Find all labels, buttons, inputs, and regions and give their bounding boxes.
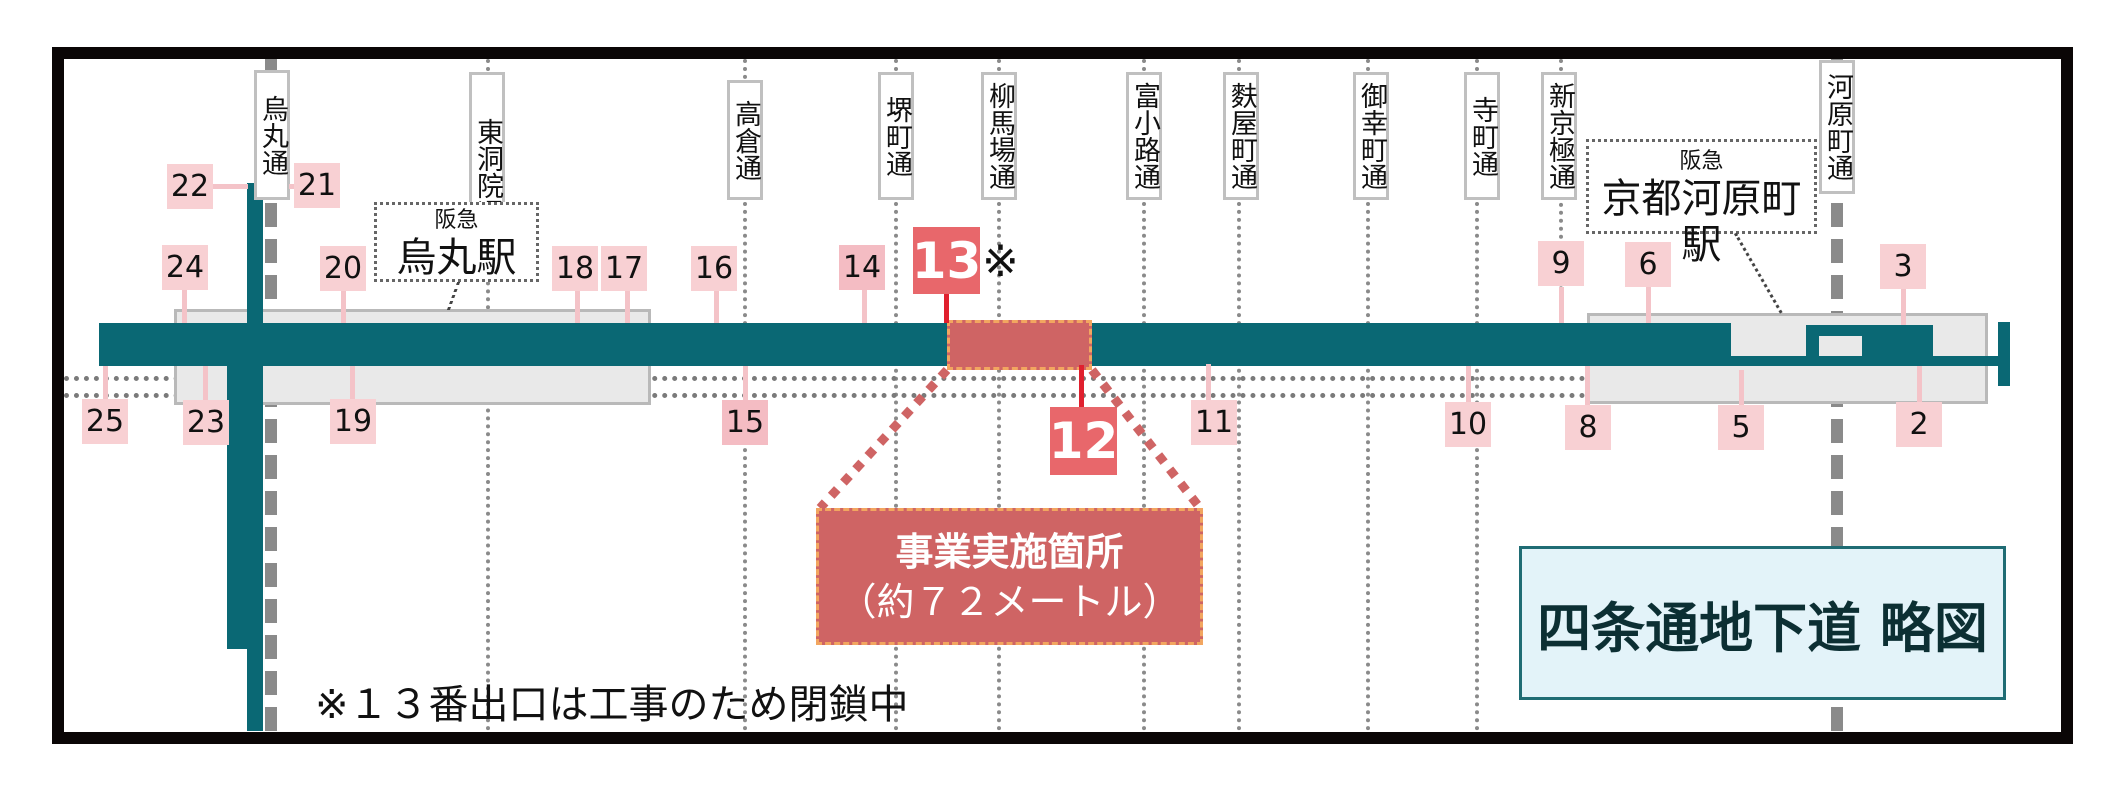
station-name: 京都河原町駅 (1601, 176, 1802, 268)
exit-10-stem (1466, 366, 1471, 402)
exit-3[interactable]: 3 (1880, 244, 1926, 289)
exit-14[interactable]: 14 (839, 245, 885, 290)
station-label-karasuma: 阪急 烏丸駅 (374, 202, 539, 282)
exit-3-stem (1901, 289, 1906, 325)
exit-5-stem (1739, 370, 1744, 405)
exit-22[interactable]: 22 (167, 164, 213, 209)
construction-callout: 事業実施箇所 （約７２メートル） (816, 508, 1203, 645)
exit-23-stem (203, 366, 208, 400)
corridor-east-strip (1731, 356, 2001, 366)
station-operator: 阪急 (434, 208, 479, 233)
map-title: 四条通地下道 略図 (1519, 546, 2006, 700)
street-label-karasuma: 烏丸通 (254, 70, 290, 200)
exit-18[interactable]: 18 (552, 246, 598, 291)
street-label-sakaimachi: 堺町通 (878, 72, 914, 200)
exit-24-stem (182, 290, 187, 323)
exit-20[interactable]: 20 (320, 246, 366, 291)
exit-15-stem (743, 366, 748, 400)
closure-note: ※１３番出口は工事のため閉鎖中 (315, 682, 909, 728)
exit-8[interactable]: 8 (1565, 405, 1611, 450)
exit-17-stem (625, 290, 630, 323)
exit-19-stem (350, 366, 355, 400)
exit-10[interactable]: 10 (1445, 402, 1491, 447)
karasuma-corridor-lower (227, 323, 263, 649)
station-name: 烏丸駅 (396, 235, 517, 281)
closed-note-mark: ※ (982, 236, 1019, 287)
exit-13-stem (944, 294, 949, 323)
street-label-fuyacho: 麩屋町通 (1223, 72, 1259, 200)
exit-2[interactable]: 2 (1896, 402, 1942, 447)
exit-11-stem (1206, 364, 1211, 400)
exit-21[interactable]: 21 (294, 163, 340, 208)
exit-23[interactable]: 23 (183, 400, 229, 445)
exit-25-stem (103, 366, 108, 400)
exit-14-stem (862, 290, 867, 323)
street-label-teramachi: 寺町通 (1464, 72, 1500, 200)
street-label-kawaramachi: 河原町通 (1819, 60, 1855, 194)
exit-17[interactable]: 17 (601, 246, 647, 291)
callout-length: （約７２メートル） (838, 579, 1181, 624)
exit-12-construction[interactable]: 12 (1049, 407, 1118, 475)
exit-6[interactable]: 6 (1625, 242, 1671, 287)
exit-9-stem (1559, 287, 1564, 323)
exit-21-connector (289, 184, 295, 189)
shijo-street-edge-north (64, 376, 1586, 381)
street-label-gokomachi: 御幸町通 (1353, 72, 1389, 200)
street-label-tominokoji: 富小路通 (1126, 72, 1162, 200)
street-label-takakura: 高倉通 (727, 80, 763, 200)
exit-6-stem (1646, 287, 1651, 323)
exit-9[interactable]: 9 (1538, 241, 1584, 286)
exit-8-stem (1585, 366, 1590, 405)
construction-zone (947, 320, 1092, 370)
street-label-shinkyogoku: 新京極通 (1541, 72, 1577, 200)
exit-25[interactable]: 25 (82, 399, 128, 444)
exit-15[interactable]: 15 (722, 400, 768, 445)
exit-11[interactable]: 11 (1191, 400, 1237, 445)
station-label-kawaramachi: 阪急 京都河原町駅 (1586, 139, 1817, 268)
callout-title: 事業実施箇所 (895, 529, 1124, 574)
main-corridor (99, 323, 1731, 366)
exit-22-connector (210, 184, 248, 189)
exit-24[interactable]: 24 (162, 245, 208, 290)
exit-18-stem (575, 290, 580, 323)
corridor-east-end-cap (1998, 322, 2010, 386)
exit-19[interactable]: 19 (330, 399, 376, 444)
corridor-east-opening (1819, 336, 1862, 356)
station-operator: 阪急 (1679, 149, 1724, 174)
shijo-street-edge-south (64, 393, 1586, 398)
exit-5[interactable]: 5 (1718, 405, 1764, 450)
exit-13-closed[interactable]: 13 (912, 227, 981, 294)
exit-16[interactable]: 16 (691, 246, 737, 291)
exit-2-stem (1917, 366, 1922, 402)
street-label-yanaginobamba: 柳馬場通 (981, 72, 1017, 200)
exit-16-stem (714, 290, 719, 323)
exit-20-stem (341, 290, 346, 323)
exit-12-stem (1079, 365, 1084, 407)
